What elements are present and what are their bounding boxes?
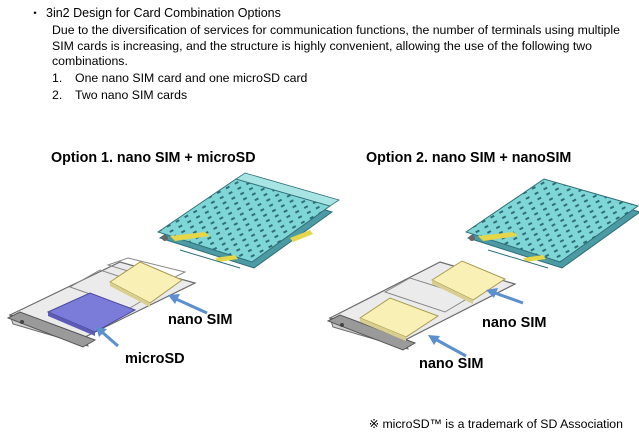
option-1-illustration [6, 172, 340, 348]
callout-arrows [428, 288, 524, 358]
callout-label: nano SIM [482, 315, 547, 331]
list-label: One nano SIM card and one microSD card [75, 71, 308, 85]
callout-label: microSD [125, 351, 185, 367]
arrow-icon [96, 327, 107, 337]
trademark-footnote: ※ microSD™ is a trademark of SD Associat… [368, 417, 623, 431]
section-title: 3in2 Design for Card Combination Options [46, 6, 281, 20]
option-2-title: Option 2. nano SIM + nanoSIM [366, 150, 572, 166]
sim-connector-image [156, 172, 340, 269]
callout-label: nano SIM [419, 356, 484, 372]
arrow-icon [428, 335, 440, 345]
list-label: Two nano SIM cards [75, 88, 188, 102]
option-1-title: Option 1. nano SIM + microSD [51, 150, 256, 166]
callout-label: nano SIM [168, 312, 233, 328]
list-number: 1. [52, 71, 63, 85]
option-2-illustration [326, 178, 639, 358]
arrow-icon [486, 288, 498, 298]
nano-sim-card [109, 261, 184, 304]
sim-connector-image [464, 178, 639, 269]
card-tray-image [326, 260, 517, 351]
arrow-icon [168, 294, 180, 304]
nano-sim-card [358, 297, 440, 338]
callout-arrows [96, 294, 208, 348]
section-body: Due to the diversification of services f… [52, 23, 620, 69]
bullet-symbol: ・ [29, 6, 42, 20]
list-number: 2. [52, 88, 63, 102]
card-tray-image [6, 257, 197, 348]
